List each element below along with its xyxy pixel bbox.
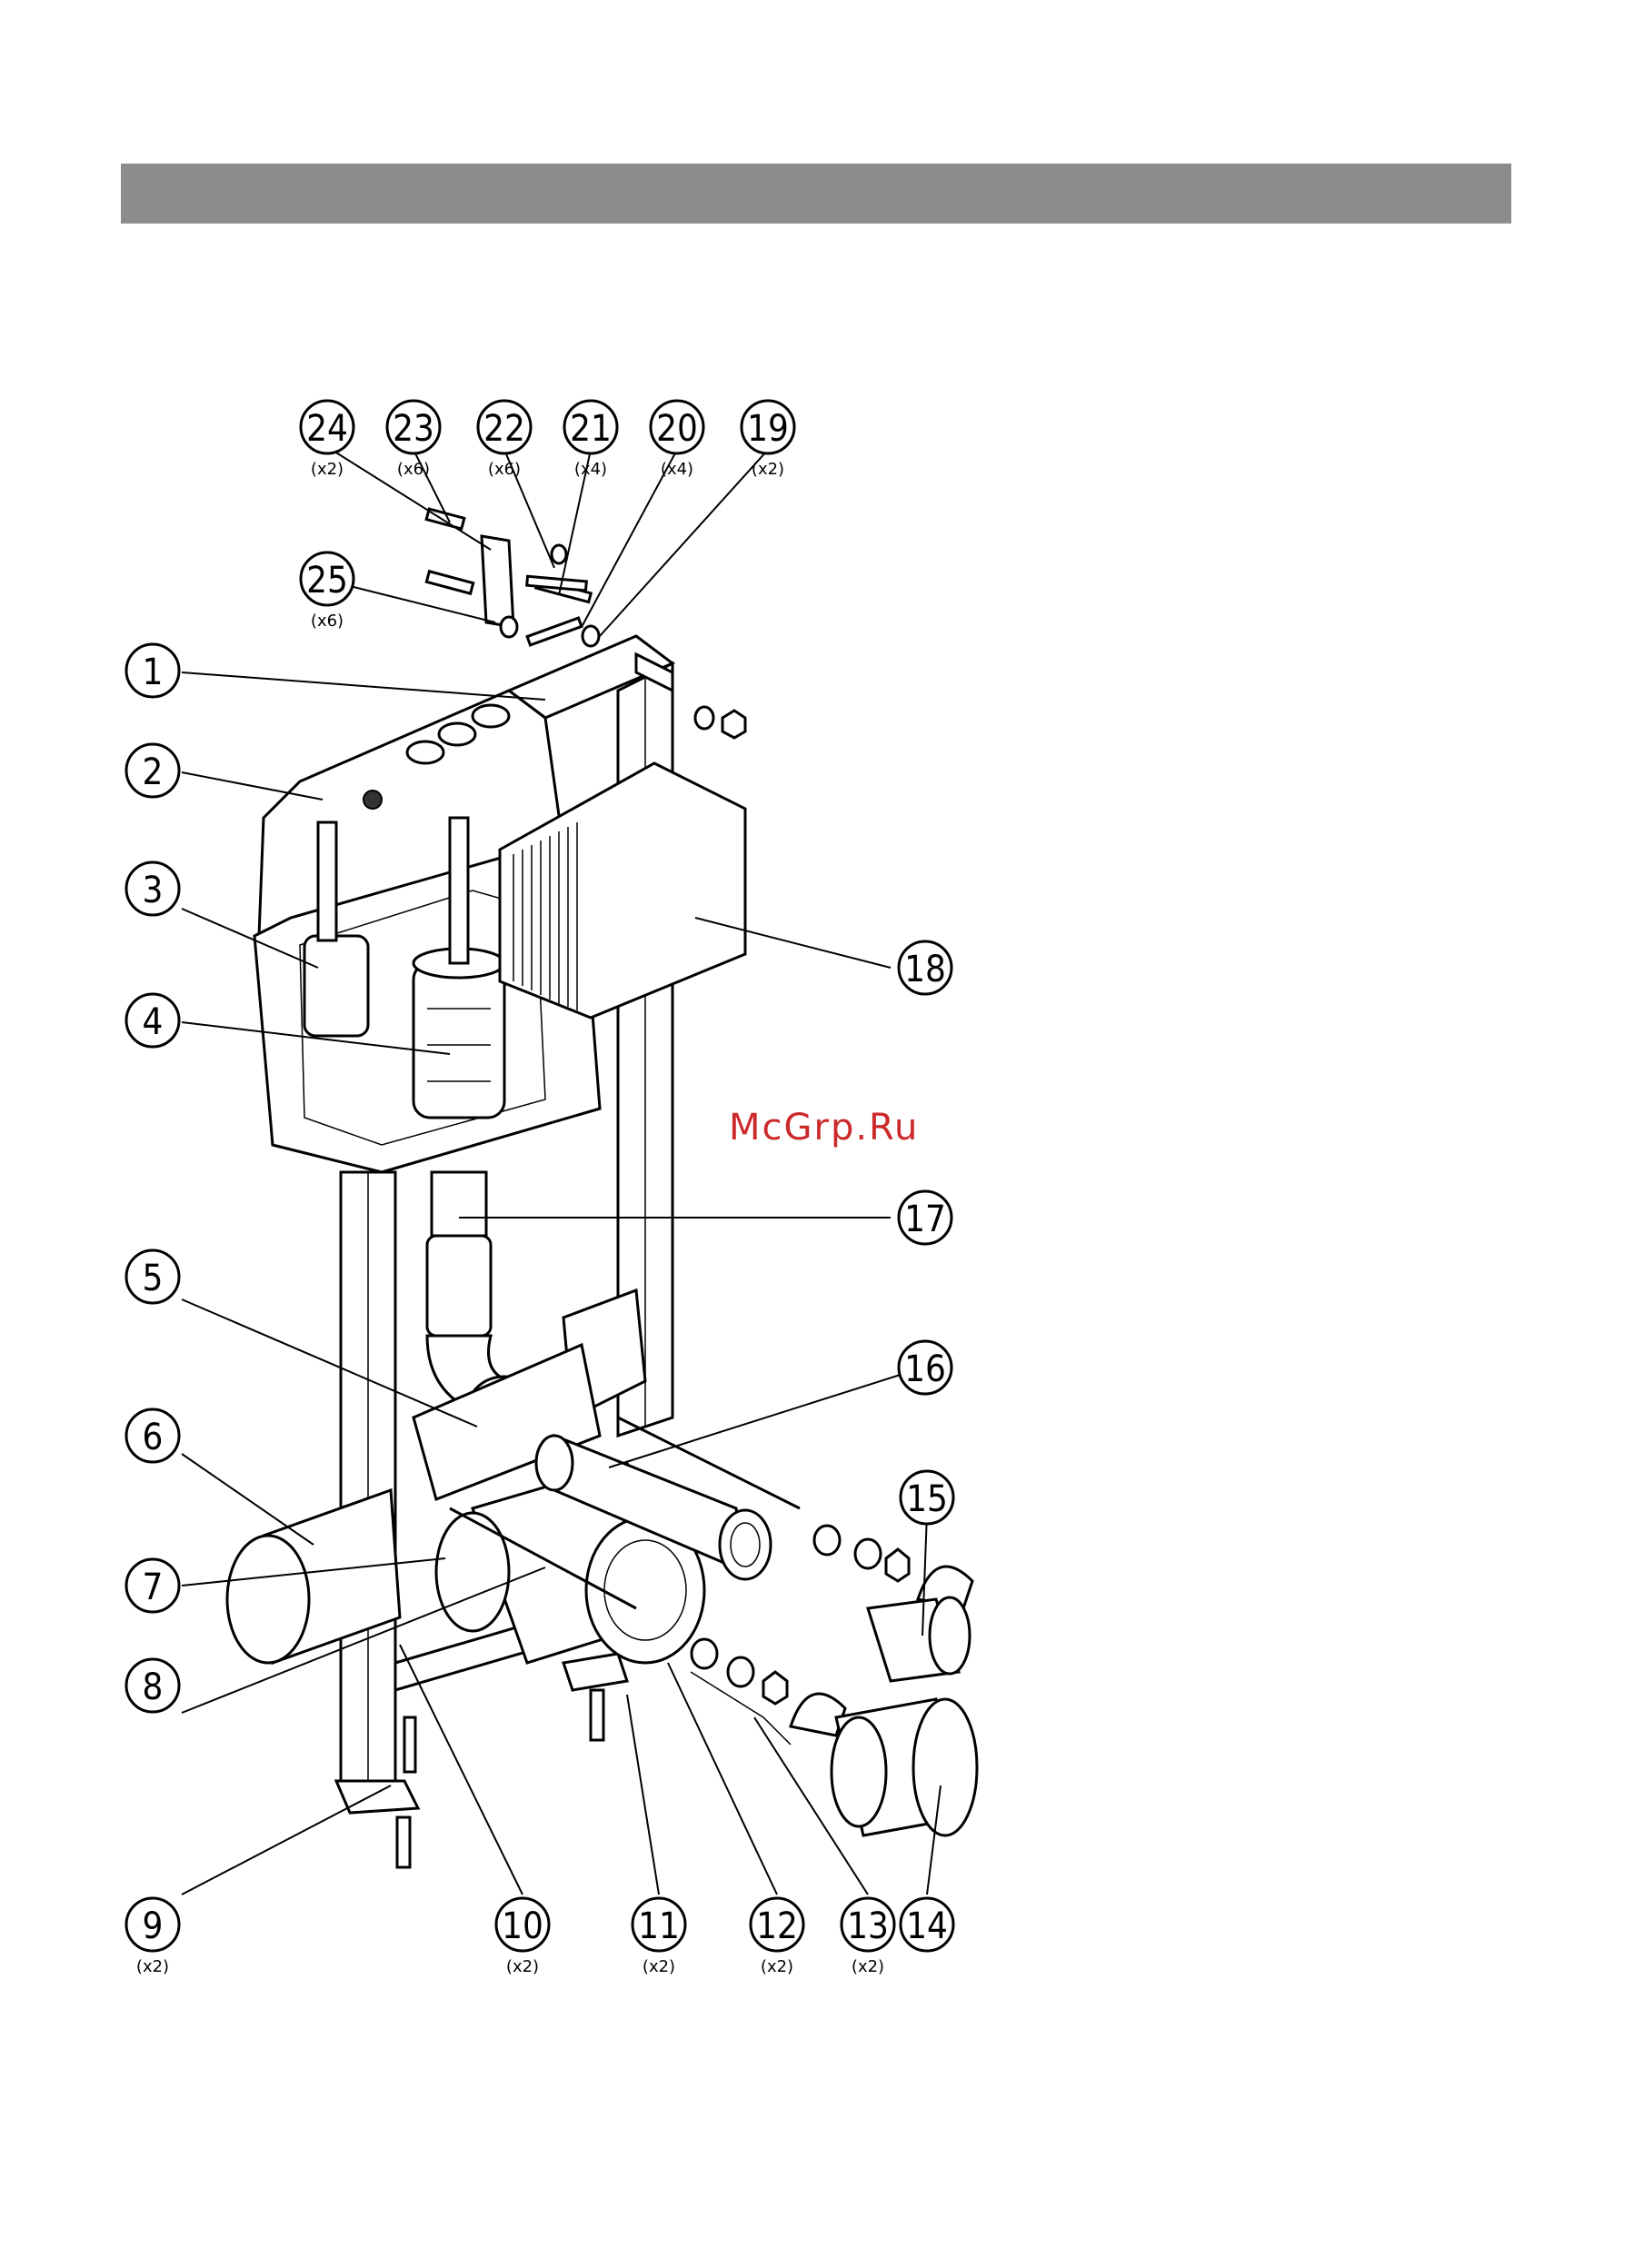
callout-21: 21 (x4) — [564, 401, 617, 479]
callout-quantity: (x4) — [661, 460, 693, 479]
callout-11: 11 (x2) — [633, 1898, 685, 1976]
callout-number: 15 — [906, 1478, 948, 1520]
callout-number: 18 — [904, 949, 946, 990]
callout-quantity: (x6) — [311, 612, 344, 631]
callout-number: 22 — [483, 408, 525, 450]
callout-quantity: (x2) — [761, 1957, 793, 1976]
callout-number: 6 — [143, 1417, 164, 1458]
callout-1: 1 — [126, 644, 179, 697]
callout-4: 4 — [126, 994, 179, 1047]
callout-number: 17 — [904, 1199, 946, 1240]
callout-10: 10 (x2) — [496, 1898, 549, 1976]
callout-quantity: (x6) — [397, 460, 430, 479]
callout-2: 2 — [126, 744, 179, 797]
callout-22: 22 (x6) — [478, 401, 531, 479]
watermark-text: McGrp.Ru — [729, 1107, 919, 1149]
callout-number: 23 — [393, 408, 434, 450]
callout-number: 3 — [143, 870, 164, 911]
callout-number: 9 — [143, 1905, 164, 1947]
callout-number: 14 — [906, 1905, 948, 1947]
callout-number: 20 — [656, 408, 698, 450]
callout-number: 13 — [847, 1905, 889, 1947]
callout-17: 17 — [899, 1191, 952, 1244]
callout-25: 25 (x6) — [301, 552, 354, 631]
callout-quantity: (x4) — [574, 460, 607, 479]
callout-number: 19 — [747, 408, 789, 450]
callout-quantity: (x2) — [643, 1957, 675, 1976]
callout-6: 6 — [126, 1409, 179, 1462]
callout-number: 2 — [143, 751, 164, 793]
callout-19: 19 (x2) — [742, 401, 794, 479]
callout-quantity: (x6) — [488, 460, 521, 479]
callout-18: 18 — [899, 941, 952, 994]
callout-9: 9 (x2) — [126, 1898, 179, 1976]
callout-12: 12 (x2) — [751, 1898, 803, 1976]
callout-15: 15 — [901, 1471, 953, 1524]
callout-quantity: (x2) — [506, 1957, 539, 1976]
callout-number: 5 — [143, 1258, 164, 1299]
callout-5: 5 — [126, 1250, 179, 1303]
callout-number: 4 — [143, 1001, 164, 1043]
callout-number: 10 — [502, 1905, 543, 1947]
callout-13: 13 (x2) — [842, 1898, 894, 1976]
callout-23: 23 (x6) — [387, 401, 440, 479]
callout-number: 7 — [143, 1567, 164, 1608]
callout-14: 14 — [901, 1898, 953, 1951]
callout-16: 16 — [899, 1341, 952, 1394]
callout-number: 16 — [904, 1348, 946, 1390]
callout-number: 8 — [143, 1666, 164, 1708]
callout-3: 3 — [126, 862, 179, 915]
callout-quantity: (x2) — [136, 1957, 169, 1976]
callout-number: 25 — [306, 560, 348, 602]
callout-quantity: (x2) — [752, 460, 784, 479]
callout-number: 12 — [756, 1905, 798, 1947]
callout-24: 24 (x2) — [301, 401, 354, 479]
callout-quantity: (x2) — [852, 1957, 884, 1976]
leader-lines — [182, 450, 941, 1895]
callout-20: 20 (x4) — [651, 401, 703, 479]
callout-number: 11 — [638, 1905, 680, 1947]
callout-number: 21 — [570, 408, 612, 450]
callout-number: 1 — [143, 652, 164, 693]
callout-7: 7 — [126, 1559, 179, 1612]
callout-number: 24 — [306, 408, 348, 450]
callout-quantity: (x2) — [311, 460, 344, 479]
callout-8: 8 — [126, 1659, 179, 1712]
